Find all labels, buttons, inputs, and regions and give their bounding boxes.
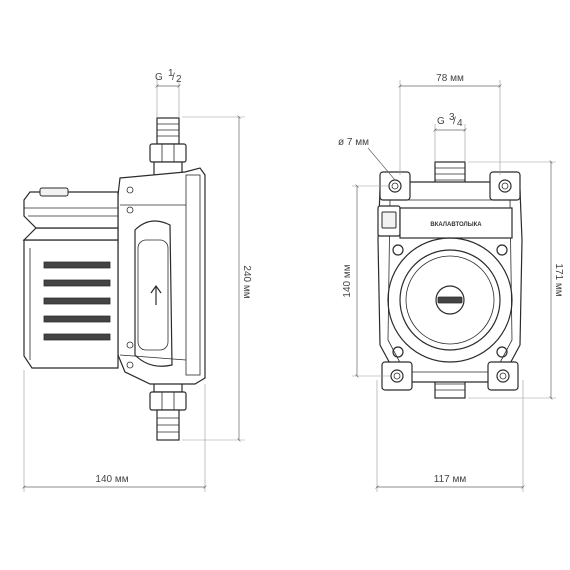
dim-mount-height-label: 140 мм <box>342 264 353 297</box>
dim-height-side: 240 мм <box>182 115 252 442</box>
dim-thread-front-den: 4 <box>457 118 463 129</box>
dim-height-front-label: 171 мм <box>553 263 564 296</box>
dim-top-width-label: 78 мм <box>436 73 464 84</box>
bolt-icon <box>392 346 404 358</box>
dim-height-front: 171 мм <box>468 160 564 400</box>
dim-thread-front-slash: / <box>453 116 456 127</box>
center-cap <box>435 285 465 315</box>
dim-thread-front: G 3 / 4 <box>433 112 467 162</box>
top-connector <box>149 117 187 177</box>
dim-thread-front-num: 3 <box>449 112 455 123</box>
dim-thread-prefix: G <box>155 72 163 83</box>
dim-height-label: 240 мм <box>241 265 252 298</box>
side-view: G 1 / 2 240 мм 140 мм <box>22 68 252 492</box>
nameplate-text: ВКАЛАВТОЛЫКА <box>430 222 482 228</box>
bottom-connector <box>149 377 187 441</box>
front-view: ВКАЛАВТОЛЫКА 78 мм G 3 / 4 <box>338 73 564 492</box>
bolt-icon <box>392 244 404 256</box>
dim-width-front-label: 117 мм <box>434 474 467 485</box>
flow-arrow-icon <box>150 284 162 305</box>
dim-hole: ø 7 мм <box>338 137 396 181</box>
mount-lug-bottom-right <box>487 361 519 391</box>
bolt-icon <box>496 346 508 358</box>
control-plate: ВКАЛАВТОЛЫКА <box>377 205 513 239</box>
mount-lug-top-left <box>379 171 411 201</box>
cooling-fins <box>43 261 111 341</box>
bolt-icon <box>496 244 508 256</box>
dim-thread-front-prefix: G <box>437 116 445 127</box>
dim-thread-den: 2 <box>176 74 182 85</box>
mount-lug-top-right <box>489 171 521 201</box>
dim-mount-height: 140 мм <box>342 184 390 378</box>
pump-housing <box>117 167 206 385</box>
dim-thread-slash: / <box>172 72 175 83</box>
dim-width-side: 140 мм <box>22 370 207 492</box>
dim-hole-label: ø 7 мм <box>338 137 369 148</box>
dim-thread-side: G 1 / 2 <box>155 68 182 118</box>
motor-body <box>22 227 119 369</box>
dim-width-front: 117 мм <box>375 380 525 492</box>
dim-thread-num: 1 <box>168 68 174 79</box>
terminal-box <box>23 187 119 229</box>
volute <box>387 237 513 363</box>
top-thread <box>434 161 466 185</box>
dim-top-width: 78 мм <box>398 73 502 175</box>
dim-width-label: 140 мм <box>95 474 128 485</box>
